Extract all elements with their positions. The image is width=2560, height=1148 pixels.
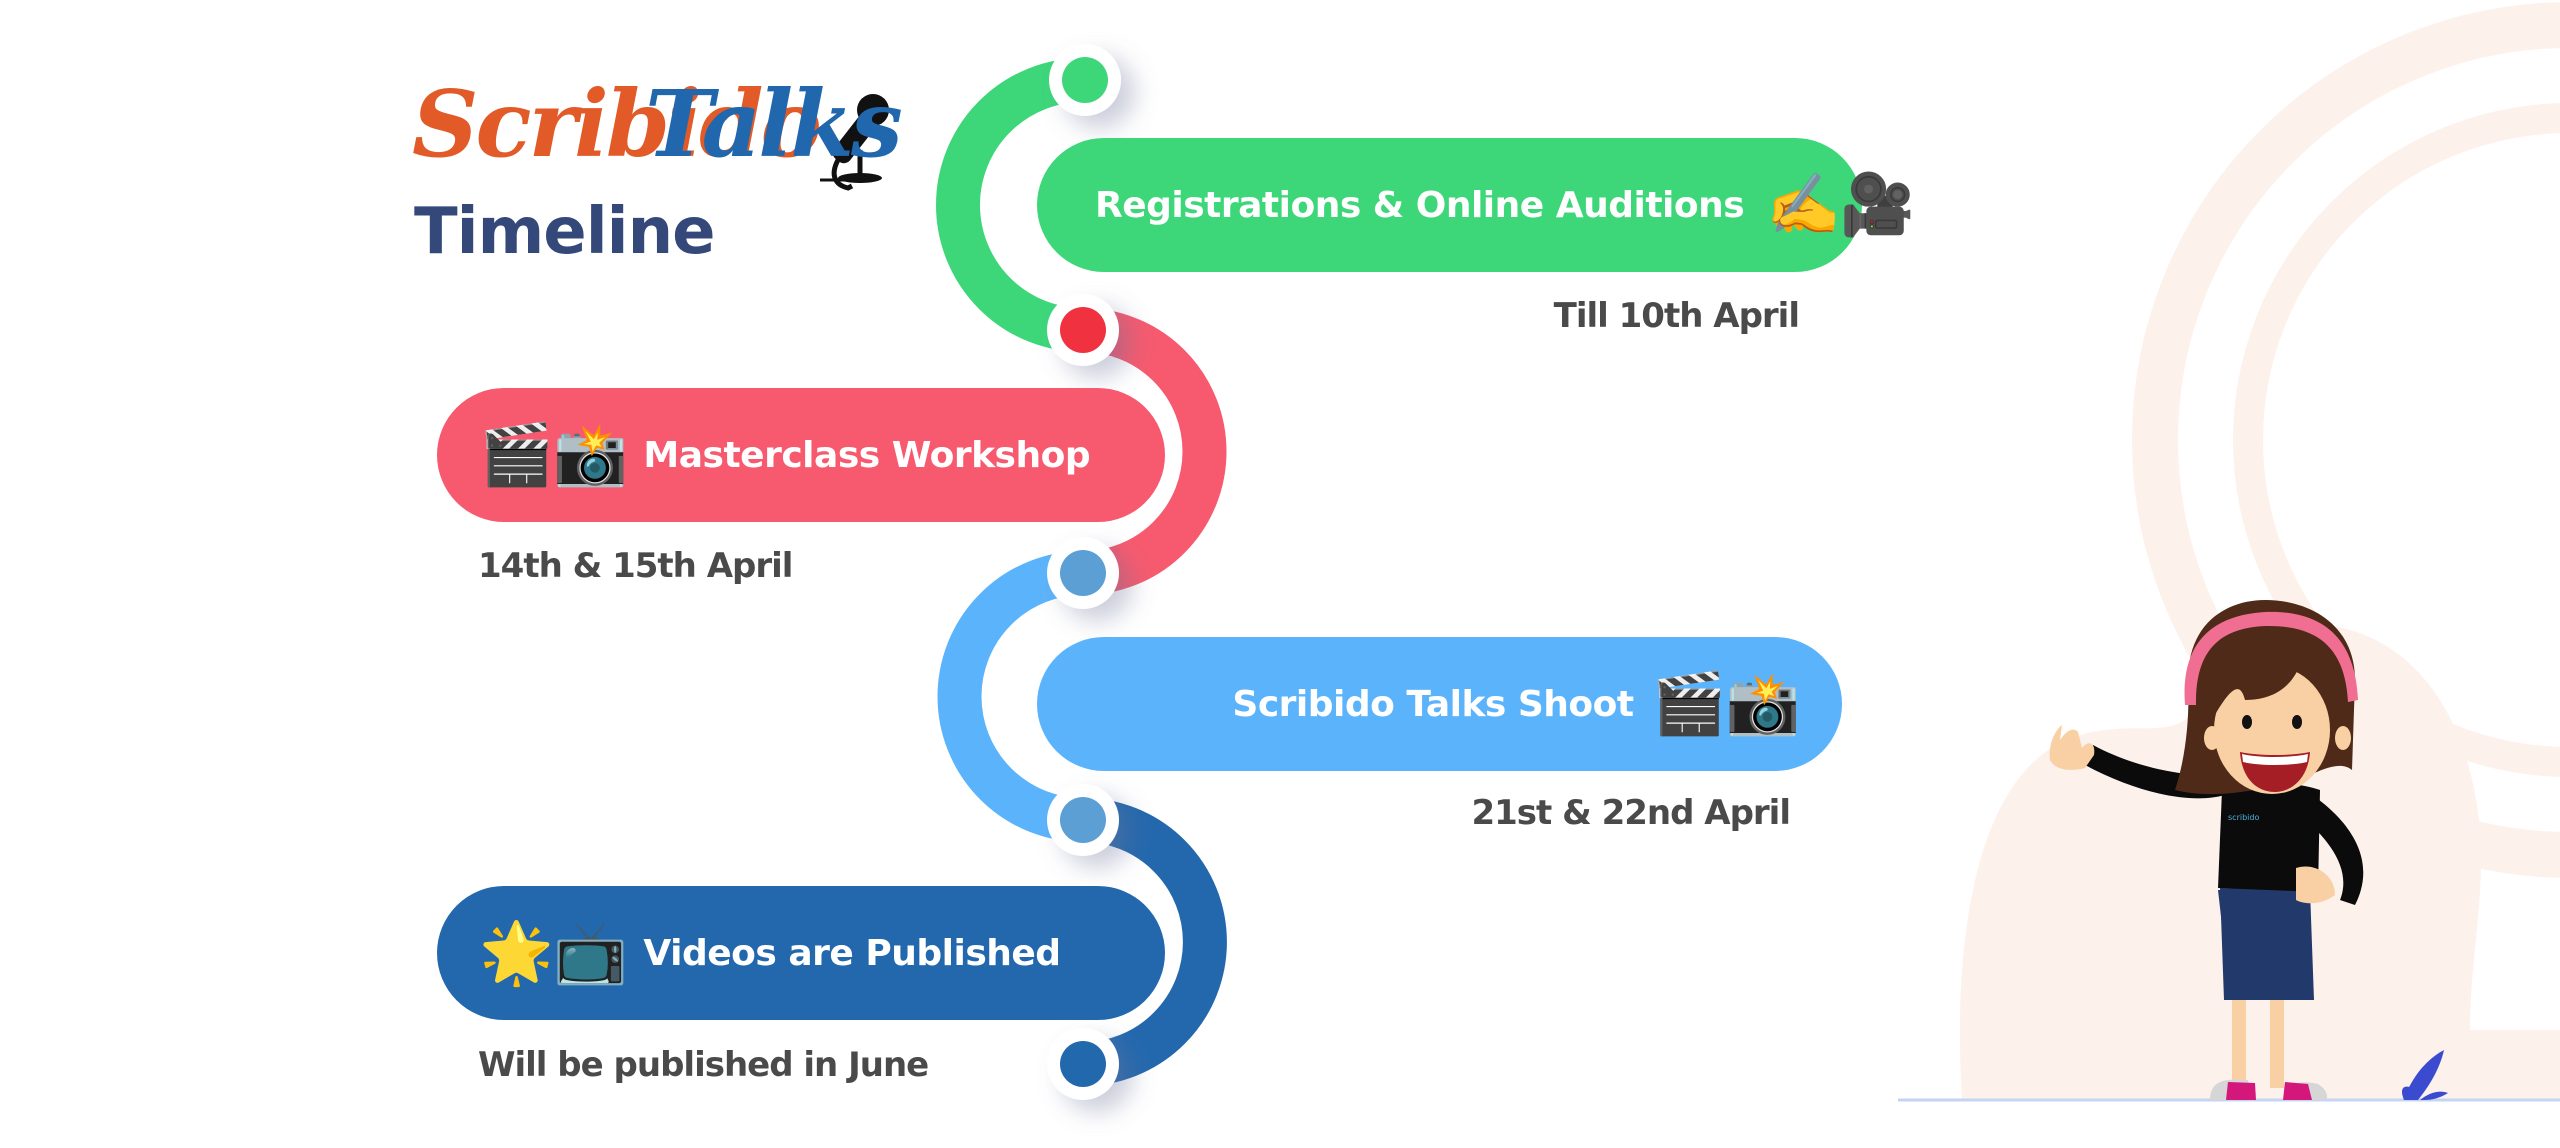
svg-text:scribido: scribido: [2228, 813, 2259, 822]
step-date: 14th & 15th April: [478, 546, 793, 586]
timeline-step-published: 🌟📺 Videos are Published: [437, 886, 1165, 1020]
clapper-board-camera-flash-icon: 🎬📸: [1651, 669, 1801, 739]
page-title: Timeline: [414, 195, 716, 269]
timeline-arc-dark-blue: [1082, 798, 1227, 1086]
timeline-step-shoot: Scribido Talks Shoot 🎬📸: [1037, 637, 1842, 771]
clapper-board-camera-flash-icon: 🎬📸: [479, 420, 628, 490]
timeline-node-5: [1047, 1028, 1119, 1100]
step-date: Till 10th April: [1553, 296, 1800, 336]
waving-girl-illustration: scribido: [2049, 600, 2364, 1100]
writing-hand-movie-camera-icon: ✍️🎥: [1766, 170, 1915, 240]
timeline-node-4: [1047, 784, 1119, 856]
plant-icon: [2402, 1050, 2448, 1100]
timeline-node-2: [1047, 294, 1119, 366]
logo-scribido: Scribido: [412, 70, 822, 178]
decorative-rings: [2132, 2, 2560, 878]
timeline-node-3: [1047, 537, 1119, 609]
timeline-arc-pink: [1082, 308, 1227, 595]
logo-talks: Talks: [645, 70, 903, 178]
microphone-icon: [820, 94, 889, 191]
step-label: Videos are Published: [643, 932, 1061, 974]
step-label: Masterclass Workshop: [643, 434, 1091, 476]
glowing-star-television-icon: 🌟📺: [479, 918, 628, 988]
timeline-path: [936, 58, 1227, 1086]
timeline-arc-green: [936, 58, 1084, 352]
step-date: Will be published in June: [478, 1045, 929, 1085]
step-date: 21st & 22nd April: [1471, 793, 1791, 833]
step-label: Scribido Talks Shoot: [1232, 683, 1634, 725]
timeline-step-masterclass: 🎬📸 Masterclass Workshop: [437, 388, 1165, 522]
timeline-node-1: [1049, 44, 1121, 116]
timeline-step-registrations: Registrations & Online Auditions ✍️🎥: [1037, 138, 1915, 272]
timeline-arc-light-blue: [937, 551, 1084, 842]
step-label: Registrations & Online Auditions: [1095, 184, 1745, 226]
